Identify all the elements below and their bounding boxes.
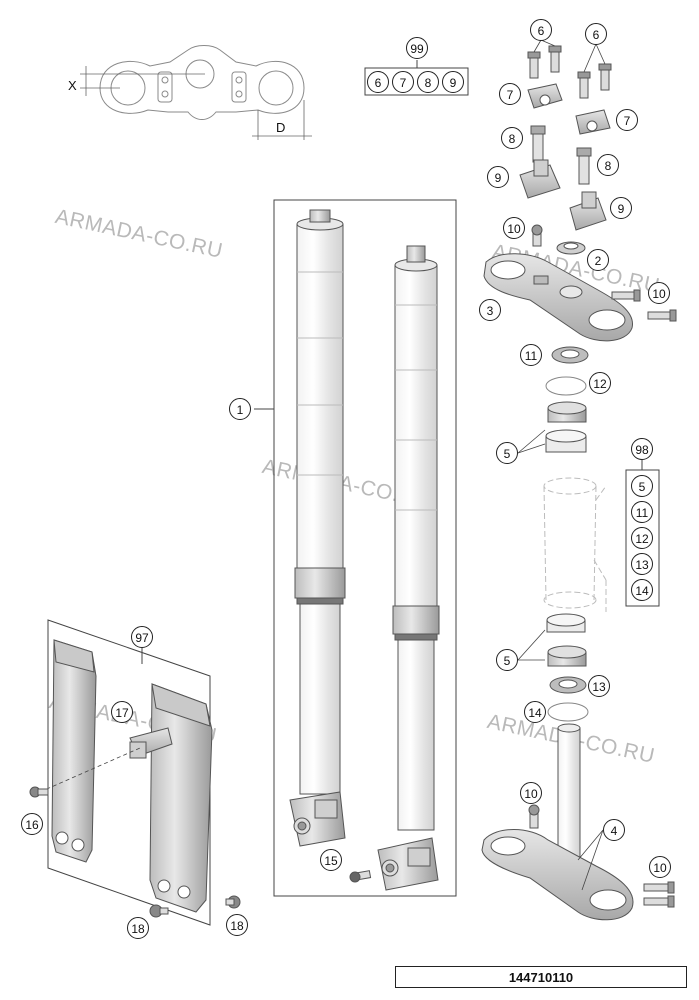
guard-clip-17 (129, 727, 173, 759)
kit-98-item: 11 (631, 501, 653, 523)
guard-screw-18-a (149, 904, 169, 918)
kit-99-item: 9 (442, 71, 464, 93)
callout-bolt-left: 8 (501, 127, 523, 149)
kit-97-frame (47, 619, 211, 926)
callout-bearing-lower: 5 (496, 649, 518, 671)
fork-screw-15 (349, 870, 372, 883)
callout-screws-lower-right: 10 (649, 856, 671, 878)
callout-seal-14: 14 (524, 701, 546, 723)
callout-fork-screw: 15 (320, 849, 342, 871)
kit-99-label: 99 (406, 37, 428, 59)
part-number: 144710110 (395, 966, 687, 988)
guard-screw-16 (29, 786, 49, 798)
seal-14 (547, 702, 589, 722)
fork-group-frame (273, 199, 457, 897)
callout-dust-seal: 2 (587, 249, 609, 271)
dimension-lines (80, 66, 312, 140)
bar-clamp-7-left (527, 83, 563, 109)
callout-bar-clamp-left: 7 (499, 83, 521, 105)
steering-stem-ghost (543, 477, 607, 612)
kit-99-item: 6 (367, 71, 389, 93)
callout-top-clamp: 3 (479, 299, 501, 321)
callout-riser-right: 9 (610, 197, 632, 219)
screw-10-lower (528, 804, 540, 829)
callout-ring-11: 11 (520, 344, 542, 366)
ring-11 (551, 346, 589, 364)
screws-6-left (527, 45, 562, 79)
callout-guard-screw-b2: 18 (226, 914, 248, 936)
screws-6-right (577, 63, 612, 99)
callout-bar-clamp-right: 7 (616, 109, 638, 131)
fork-leg-left (289, 209, 346, 847)
callout-fork-legs: 1 (229, 398, 251, 420)
callout-bolt-right: 8 (597, 154, 619, 176)
screw-10-top (531, 224, 543, 247)
kit-99-item: 8 (417, 71, 439, 93)
callout-screws-left: 6 (530, 19, 552, 41)
riser-9-left (519, 159, 561, 199)
callout-screw-lower: 10 (520, 782, 542, 804)
callout-guard-clip: 17 (111, 701, 133, 723)
dust-seal-2 (556, 241, 586, 255)
kit-98-item: 13 (631, 553, 653, 575)
kit-98-item: 14 (631, 579, 653, 601)
callout-screw-top: 10 (503, 217, 525, 239)
guard-screw-18-b (225, 895, 241, 909)
top-clamp-3 (483, 253, 633, 342)
callout-guard-screw-b1: 18 (127, 917, 149, 939)
callout-screws-top-right: 10 (648, 282, 670, 304)
dimension-label-d: D (276, 120, 286, 135)
bar-clamp-7-right (575, 109, 611, 135)
seal-12 (545, 376, 587, 396)
callout-seal-12: 12 (589, 372, 611, 394)
callout-ring-13: 13 (588, 675, 610, 697)
ring-13 (549, 676, 587, 694)
fork-guard-right (149, 683, 213, 913)
callout-lower-clamp: 4 (603, 819, 625, 841)
kit-99-item: 7 (392, 71, 414, 93)
dimension-label-x: X (68, 78, 77, 93)
bolt-8-right (576, 147, 592, 185)
kit-97-label: 97 (131, 626, 153, 648)
screws-10-top-right (611, 289, 677, 322)
fork-guard-left (51, 639, 97, 863)
callout-riser-left: 9 (487, 166, 509, 188)
top-clamp-outline-sketch (99, 45, 305, 120)
lower-clamp-4 (481, 723, 634, 921)
bearing-5-upper (545, 401, 587, 453)
bearing-5-lower (546, 613, 587, 667)
riser-9-right (569, 191, 607, 231)
screws-10-lower-right (643, 881, 675, 908)
callout-guard-screw: 16 (21, 813, 43, 835)
bolt-8-left (530, 125, 546, 163)
callout-bearing-upper: 5 (496, 442, 518, 464)
fork-leg-right (377, 245, 440, 891)
kit-98-item: 12 (631, 527, 653, 549)
callout-screws-right: 6 (585, 23, 607, 45)
kit-98-item: 5 (631, 475, 653, 497)
kit-98-label: 98 (631, 438, 653, 460)
